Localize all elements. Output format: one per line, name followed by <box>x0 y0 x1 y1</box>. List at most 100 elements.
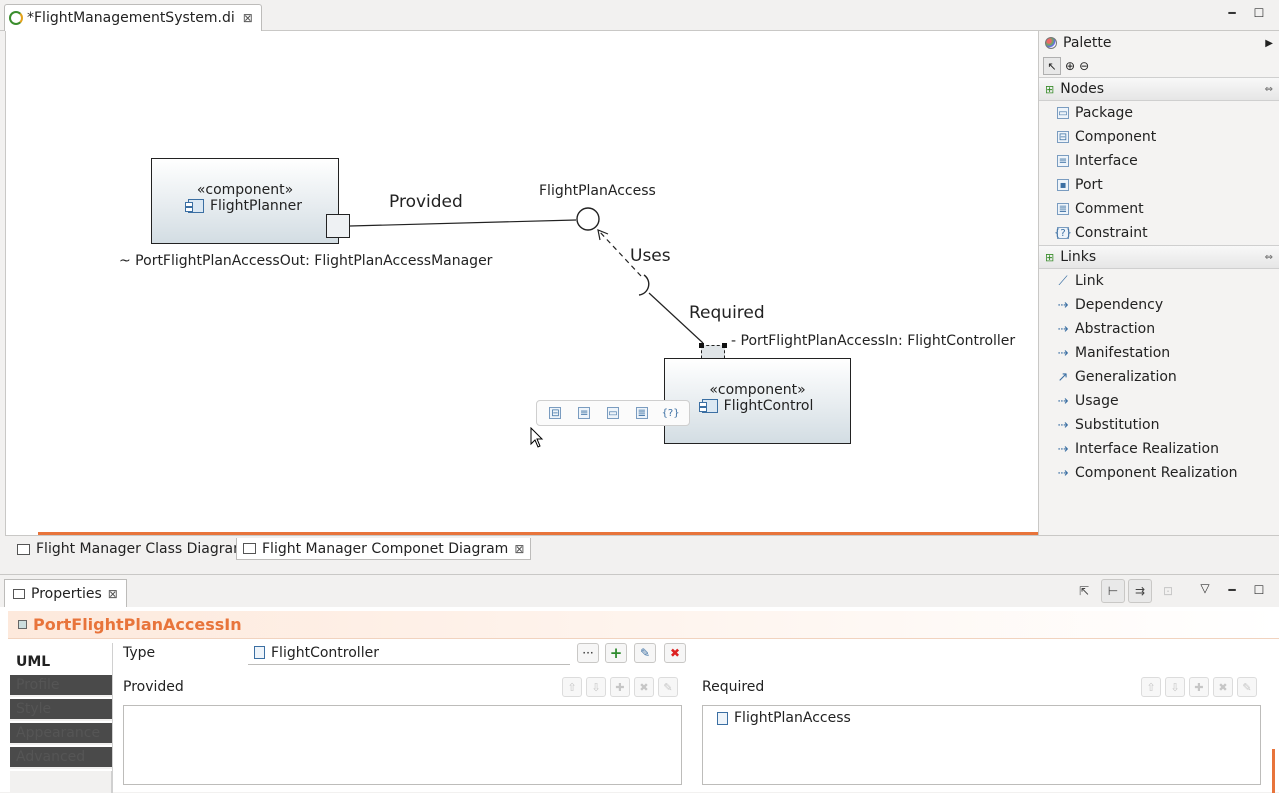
provided-list[interactable] <box>123 705 682 785</box>
dependency-arrowhead-icon <box>597 229 609 241</box>
palette-item-label: Dependency <box>1075 297 1164 313</box>
edit-icon[interactable]: ✎ <box>1237 677 1257 697</box>
package-icon[interactable]: ▭ <box>606 407 619 419</box>
browse-button[interactable]: ··· <box>577 643 599 663</box>
delete-button[interactable]: ✖ <box>664 643 686 663</box>
palette-item-label: Interface <box>1075 153 1138 169</box>
tab-component-diagram[interactable]: Flight Manager Componet Diagram ⊠ <box>236 538 532 560</box>
palette-item-label: Abstraction <box>1075 321 1156 337</box>
zoom-out-icon[interactable]: ⊖ <box>1079 59 1090 73</box>
add-icon[interactable]: ✚ <box>1189 677 1209 697</box>
pin-icon[interactable]: ⇔ <box>1264 251 1273 263</box>
palette-item-usage[interactable]: ⇢Usage <box>1039 389 1279 413</box>
diagram-tabbar: Flight Manager Class Diagram Flight Mana… <box>5 535 1279 565</box>
provided-connector[interactable] <box>349 219 577 227</box>
port-in-label: - PortFlightPlanAccessIn: FlightControll… <box>731 333 1016 349</box>
component-flightcontrol[interactable]: «component» FlightControl <box>664 358 851 444</box>
palette-tools: ↖ ⊕ ⊖ <box>1039 55 1279 77</box>
maximize-icon[interactable]: ☐ <box>1253 6 1265 20</box>
provided-label: Provided <box>123 679 184 695</box>
pin-icon[interactable]: ⇔ <box>1264 83 1273 95</box>
properties-icon <box>13 588 25 599</box>
palette-collapse-icon[interactable]: ▶ <box>1265 37 1273 49</box>
component-icon <box>698 399 718 413</box>
zoom-in-icon[interactable]: ⊕ <box>1065 59 1076 73</box>
restore-default-icon[interactable]: ⊡ <box>1162 584 1174 598</box>
palette-item-constraint[interactable]: {?}Constraint <box>1039 221 1279 245</box>
tab-class-diagram[interactable]: Flight Manager Class Diagram <box>11 538 253 560</box>
palette-item-component-realization[interactable]: ⇢Component Realization <box>1039 461 1279 485</box>
palette-item-abstraction[interactable]: ⇢Abstraction <box>1039 317 1279 341</box>
show-advanced-icon[interactable]: ⇉ <box>1128 579 1152 603</box>
interface-icon[interactable]: ≡ <box>578 407 591 419</box>
selection-handle[interactable] <box>699 343 704 348</box>
add-button[interactable]: + <box>605 643 627 663</box>
palette-item-manifestation[interactable]: ⇢Manifestation <box>1039 341 1279 365</box>
vtab-uml[interactable]: UML <box>10 651 112 673</box>
constraint-icon[interactable]: {?} <box>661 407 680 419</box>
close-icon[interactable]: ⊠ <box>514 541 525 556</box>
palette-item-label: Component <box>1075 129 1157 145</box>
minimize-icon[interactable]: ━ <box>1228 6 1236 20</box>
palette-item-package[interactable]: ▭Package <box>1039 101 1279 125</box>
port-out[interactable] <box>326 214 350 238</box>
dependency-icon: ⇢ <box>1057 297 1069 313</box>
component-icon <box>184 199 204 213</box>
palette-item-generalization[interactable]: ↗Generalization <box>1039 365 1279 389</box>
move-up-icon[interactable]: ⇧ <box>1141 677 1161 697</box>
palette-section-links[interactable]: ⊞ Links ⇔ <box>1039 245 1279 269</box>
vtab-appearance[interactable]: Appearance <box>10 723 112 745</box>
palette-section-nodes[interactable]: ⊞ Nodes ⇔ <box>1039 77 1279 101</box>
properties-tabbar: Properties ⊠ ⇱ ⊢ ⇉ ⊡ ▽ ━ ☐ <box>0 575 1279 607</box>
minimize-icon[interactable]: ━ <box>1228 583 1236 597</box>
component-flightplanner[interactable]: «component» FlightPlanner <box>151 158 339 244</box>
remove-icon[interactable]: ✖ <box>1213 677 1233 697</box>
remove-icon[interactable]: ✖ <box>634 677 654 697</box>
maximize-icon[interactable]: ☐ <box>1253 583 1265 597</box>
required-socket-icon <box>638 274 650 296</box>
type-field[interactable]: FlightController <box>248 641 570 665</box>
required-actions: ⇧ ⇩ ✚ ✖ ✎ <box>1141 677 1257 697</box>
comment-icon[interactable]: ≣ <box>635 407 648 419</box>
view-menu-icon[interactable]: ▽ <box>1200 581 1210 595</box>
vtab-style[interactable]: Style <box>10 699 112 721</box>
component-icon[interactable]: ⊟ <box>549 407 562 419</box>
close-icon[interactable]: ⊠ <box>107 586 118 601</box>
comment-icon: ≣ <box>1057 203 1069 215</box>
palette-item-interface-realization[interactable]: ⇢Interface Realization <box>1039 437 1279 461</box>
move-up-icon[interactable]: ⇧ <box>562 677 582 697</box>
palette-item-port[interactable]: ▪Port <box>1039 173 1279 197</box>
vtab-profile[interactable]: Profile <box>10 675 112 697</box>
selection-handle[interactable] <box>722 343 727 348</box>
uses-dependency[interactable] <box>597 229 642 277</box>
add-icon[interactable]: ✚ <box>610 677 630 697</box>
required-list[interactable]: FlightPlanAccess <box>702 705 1261 785</box>
editor-tab[interactable]: *FlightManagementSystem.di ⊠ <box>4 4 262 31</box>
vtab-filler <box>10 771 112 793</box>
close-icon[interactable]: ⊠ <box>242 11 253 25</box>
manifestation-icon: ⇢ <box>1057 345 1069 361</box>
component-stereotype: «component» <box>709 382 806 398</box>
edit-button[interactable]: ✎ <box>634 643 656 663</box>
component-diagram-icon <box>243 543 256 554</box>
pin-view-icon[interactable]: ⇱ <box>1078 584 1090 598</box>
show-categories-icon[interactable]: ⊢ <box>1101 579 1125 603</box>
move-down-icon[interactable]: ⇩ <box>586 677 606 697</box>
palette-item-comment[interactable]: ≣Comment <box>1039 197 1279 221</box>
palette-item-link[interactable]: ⟋Link <box>1039 269 1279 293</box>
palette-item-label: Port <box>1075 177 1103 193</box>
palette-item-substitution[interactable]: ⇢Substitution <box>1039 413 1279 437</box>
palette-item-component[interactable]: ⊟Component <box>1039 125 1279 149</box>
palette-item-dependency[interactable]: ⇢ Dependency <box>1039 293 1279 317</box>
link-icon: ⟋ <box>1058 273 1068 289</box>
properties-tab[interactable]: Properties ⊠ <box>4 579 127 607</box>
diagram-canvas[interactable]: «component» FlightPlanner ~ PortFlightPl… <box>5 31 1038 535</box>
palette-item-interface[interactable]: ≡Interface <box>1039 149 1279 173</box>
select-tool-icon[interactable]: ↖ <box>1043 57 1061 75</box>
list-item[interactable]: FlightPlanAccess <box>717 710 1246 726</box>
required-connector[interactable] <box>648 292 704 344</box>
vtab-advanced[interactable]: Advanced <box>10 747 112 769</box>
edit-icon[interactable]: ✎ <box>658 677 678 697</box>
interface-lollipop-icon[interactable] <box>576 207 600 231</box>
move-down-icon[interactable]: ⇩ <box>1165 677 1185 697</box>
